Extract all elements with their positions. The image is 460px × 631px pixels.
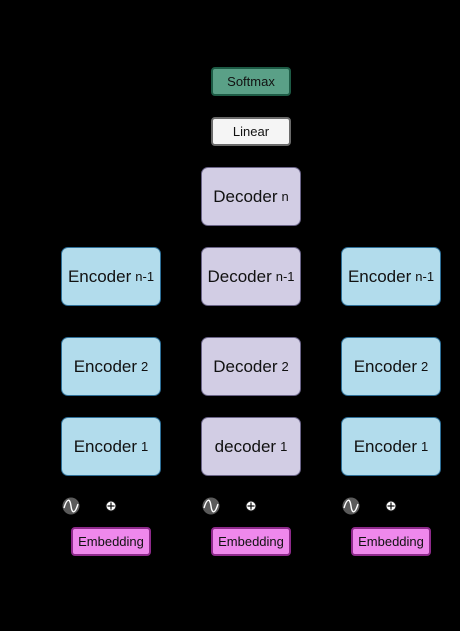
right-encoder-2-label: Encoder — [353, 356, 418, 376]
softmax-block: Softmax — [211, 67, 291, 96]
left-add-icon — [105, 500, 117, 512]
right-encoder-n-1-label: Encoder — [347, 266, 412, 286]
left-encoder-n-1-label: Encoder — [67, 266, 132, 286]
linear-block: Linear — [211, 117, 291, 146]
center-add-icon — [245, 500, 257, 512]
center-positional-encoding-icon — [202, 497, 220, 515]
center-decoder-n-1-label: Decoder — [207, 266, 272, 286]
left-encoder-1-label: Encoder — [73, 436, 138, 456]
center-embedding-block: Embedding — [211, 527, 291, 556]
right-positional-encoding-icon — [342, 497, 360, 515]
left-positional-encoding-icon — [62, 497, 80, 515]
right-embedding-block: Embedding — [351, 527, 431, 556]
right-add-icon — [385, 500, 397, 512]
center-decoder-1-label: decoder — [214, 436, 277, 456]
right-encoder-1-label: Encoder — [353, 436, 418, 456]
decoder-n-label: Decoder — [213, 186, 278, 206]
center-decoder-2-label: Decoder — [213, 356, 278, 376]
left-encoder-2-label: Encoder — [73, 356, 138, 376]
left-embedding-block: Embedding — [71, 527, 151, 556]
